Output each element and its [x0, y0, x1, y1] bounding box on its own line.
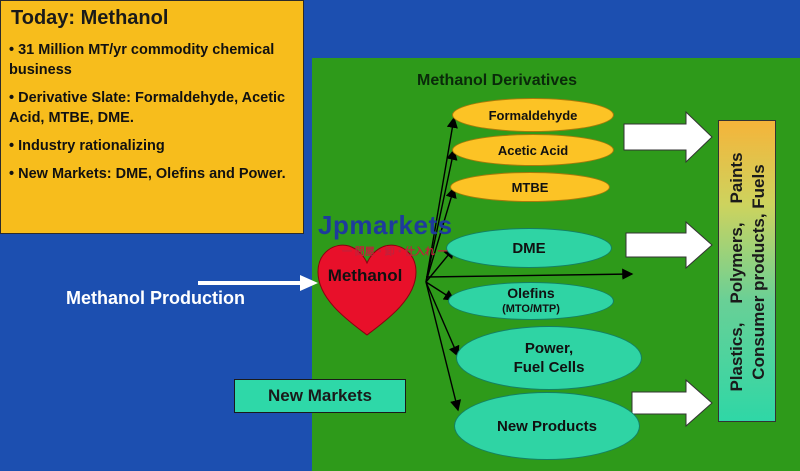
block-arrow-1 [623, 110, 713, 164]
new-products-pill: New Products [454, 392, 640, 460]
info-title: Today: Methanol [11, 7, 169, 29]
arrow-formaldehyde [425, 116, 458, 283]
arrow-power [425, 281, 460, 358]
block-arrow-2 [625, 220, 713, 270]
arrow-mtbe [425, 186, 457, 283]
derivatives-title: Methanol Derivatives [417, 72, 578, 89]
olefins-pill: Olefins (MTO/MTP) [448, 282, 614, 320]
block-arrow-3 [631, 378, 713, 428]
watermark-text: Jpmarkets [318, 210, 453, 240]
power-pill: Power, Fuel Cells [456, 326, 642, 390]
bullet-item: • New Markets: DME, Olefins and Power. [9, 166, 286, 182]
bullet-item: • Industry rationalizing [9, 138, 165, 154]
watermark-subtext: 一 問屋・卸・仕入れ 一 [342, 247, 448, 258]
dme-pill: DME [446, 228, 612, 268]
arrow-acetic-acid [425, 148, 458, 283]
new-markets-box: New Markets [234, 379, 406, 413]
acetic-acid-pill: Acetic Acid [452, 134, 614, 166]
arrow-center [425, 268, 634, 280]
bullet-item: • 31 Million MT/yr commodity chemical bu… [9, 42, 275, 78]
products-box: Plastics, Polymers, Paints Consumer prod… [718, 120, 776, 422]
arrow-new-products [425, 281, 462, 412]
production-arrow [198, 275, 318, 291]
info-box: Today: Methanol • 31 Million MT/yr commo… [0, 0, 304, 234]
methanol-production-label: Methanol Production [66, 288, 245, 308]
heart-icon [317, 244, 417, 336]
watermark-logo: Jpmarkets 一 問屋・卸・仕入れ 一 [312, 208, 484, 264]
mtbe-pill: MTBE [450, 172, 610, 202]
products-text: Plastics, Polymers, Paints Consumer prod… [727, 152, 768, 392]
methanol-label: Methanol [327, 266, 403, 285]
bullet-item: • Derivative Slate: Formaldehyde, Acetic… [9, 90, 286, 126]
formaldehyde-pill: Formaldehyde [452, 98, 614, 132]
